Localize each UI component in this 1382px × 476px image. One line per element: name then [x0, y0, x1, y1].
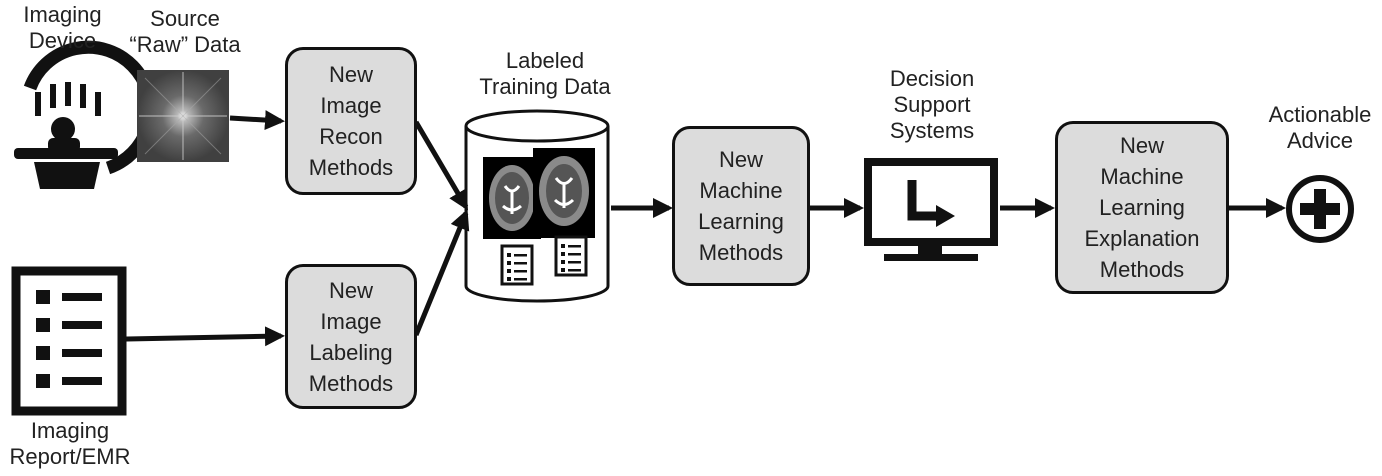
- plus-icon: [1286, 175, 1354, 243]
- arrow-report-to-labeling: [125, 326, 285, 347]
- box-line: Image: [320, 308, 382, 334]
- source-raw-data-label-line: Source: [150, 6, 220, 31]
- actionable-advice-label-line: Advice: [1286, 128, 1354, 153]
- imaging-report-label-line: Report/EMR: [9, 444, 131, 469]
- box-line: Image: [320, 93, 382, 118]
- decision-support-label-line: Systems: [889, 118, 975, 143]
- box-line: Methods: [698, 240, 784, 265]
- box-line: Machine: [1100, 164, 1184, 189]
- source-raw-data-label: Source “Raw” Data: [118, 6, 252, 58]
- box-line: Labeling: [309, 339, 393, 365]
- decision-support-label-line: Support: [893, 92, 971, 117]
- box-line: New: [718, 147, 763, 172]
- box-line: Recon: [319, 124, 383, 149]
- actionable-advice-label-line: Actionable: [1268, 102, 1372, 127]
- box-line: Methods: [1099, 257, 1185, 282]
- source-raw-data-label-line: “Raw” Data: [129, 32, 241, 57]
- box-line: Methods: [308, 155, 394, 180]
- mini-report-icon: [554, 235, 588, 277]
- box-text: New Image Labeling Methods: [309, 275, 393, 399]
- decision-support-label-line: Decision: [889, 66, 975, 91]
- imaging-report-label: Imaging Report/EMR: [0, 418, 140, 470]
- actionable-advice-label: Actionable Advice: [1258, 102, 1382, 154]
- scanner-icon: [14, 40, 157, 189]
- monitor-icon: [864, 158, 998, 261]
- decision-support-label: Decision Support Systems: [865, 66, 999, 144]
- arrow-recon-to-db: [413, 120, 469, 211]
- labeled-training-data-label-line: Labeled: [505, 48, 585, 73]
- box-line: New: [328, 277, 373, 303]
- imaging-device-label-line: Device: [28, 28, 97, 53]
- labeled-training-data-label: Labeled Training Data: [470, 48, 620, 100]
- box-line: Learning: [1099, 195, 1185, 220]
- ml-explanation-methods-box: New Machine Learning Explanation Methods: [1055, 121, 1229, 294]
- box-line: Explanation: [1084, 226, 1200, 251]
- box-line: Methods: [308, 370, 394, 396]
- box-line: New: [328, 62, 373, 87]
- arrow-labeling-to-db: [413, 209, 470, 336]
- box-line: New: [1119, 133, 1164, 158]
- box-text: New Machine Learning Explanation Methods: [1085, 130, 1200, 285]
- labeled-training-data-label-line: Training Data: [479, 74, 611, 99]
- imaging-device-label: Imaging Device: [10, 2, 115, 54]
- mini-report-icon: [500, 244, 534, 286]
- flow-arrows: [125, 110, 1286, 347]
- box-line: Learning: [698, 209, 784, 234]
- imaging-device-label-line: Imaging: [23, 2, 102, 27]
- report-icon: [11, 266, 127, 416]
- image-labeling-methods-box: New Image Labeling Methods: [285, 264, 417, 409]
- arrow-raw-to-recon: [229, 110, 285, 131]
- box-line: Machine: [699, 178, 783, 203]
- box-text: New Image Recon Methods: [309, 59, 393, 183]
- image-recon-methods-box: New Image Recon Methods: [285, 47, 417, 195]
- brain-mri-image: [483, 148, 595, 239]
- kspace-image: [137, 70, 229, 162]
- imaging-report-label-line: Imaging: [30, 418, 110, 443]
- machine-learning-methods-box: New Machine Learning Methods: [672, 126, 810, 286]
- box-text: New Machine Learning Methods: [698, 144, 784, 268]
